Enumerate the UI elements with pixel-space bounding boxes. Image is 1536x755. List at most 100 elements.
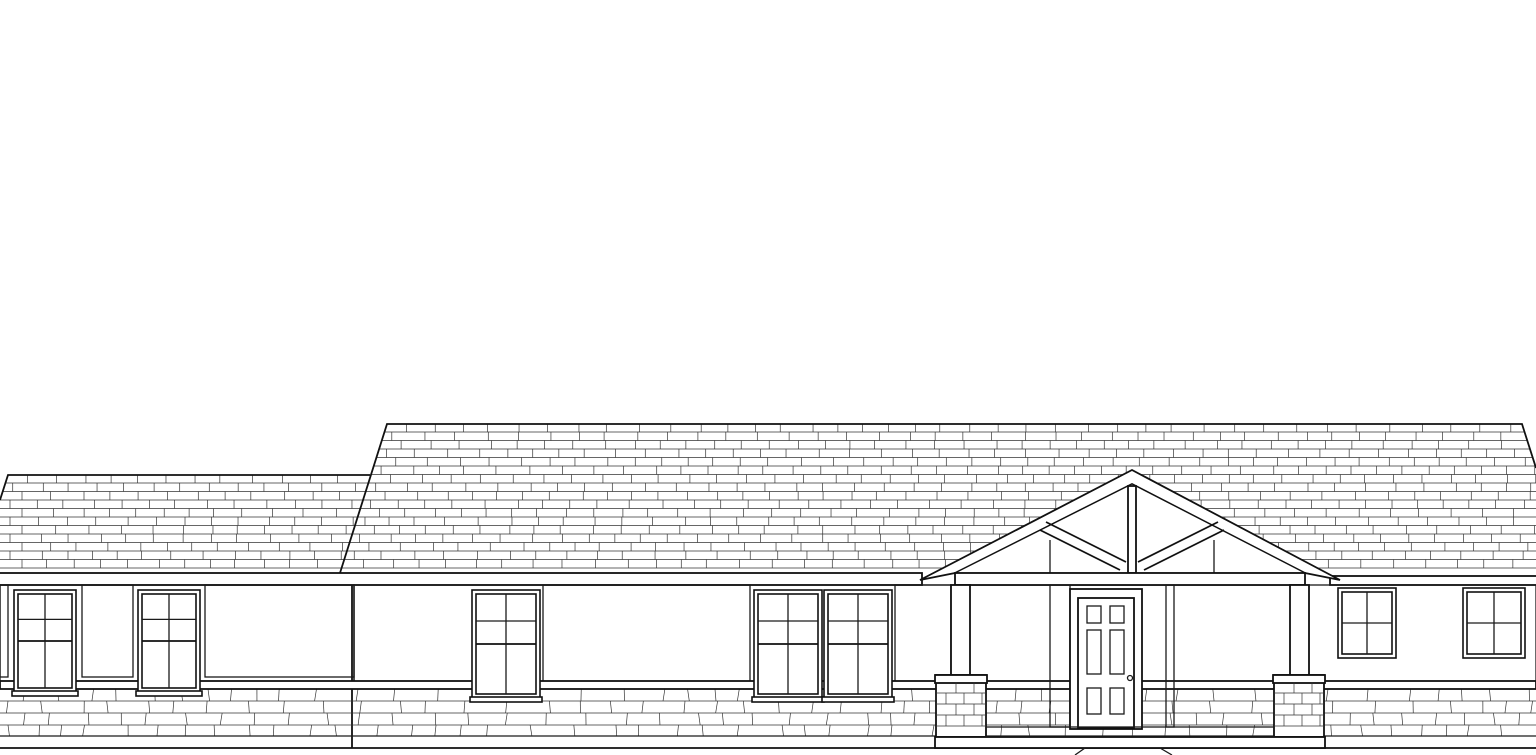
stone-pier (1273, 674, 1325, 738)
stone-joint (172, 700, 175, 714)
stone-joint (87, 712, 90, 726)
stone-joint (272, 724, 275, 737)
stone-joint (1372, 712, 1375, 726)
stone-joint (1504, 700, 1507, 714)
pier-cap (934, 674, 988, 684)
stone-joint (825, 712, 829, 726)
stone-joint (890, 724, 893, 737)
wall-panel (542, 584, 751, 683)
door-panel (1086, 605, 1102, 624)
stone-joint (867, 724, 870, 737)
left-eave-fascia (0, 572, 923, 586)
stone-joint (931, 724, 935, 737)
pier-cap (1272, 674, 1326, 684)
stone-joint (459, 724, 462, 737)
stone-joint (249, 724, 251, 737)
stone-joint (314, 688, 317, 702)
stone-joint (6, 700, 9, 714)
stone-joint (287, 712, 290, 726)
roof-shingles (0, 423, 1536, 569)
door-panel (1109, 687, 1125, 715)
stone-joint (1169, 712, 1173, 726)
door-panel (1086, 629, 1102, 675)
stone-joint (1401, 712, 1404, 726)
stone-joint (144, 712, 147, 726)
king-post (1127, 485, 1137, 574)
stone-joint (467, 712, 470, 726)
stone-joint (609, 700, 613, 714)
porch-column-right (1289, 584, 1310, 678)
stone-joint (1489, 688, 1491, 702)
stone-joint (1020, 700, 1023, 714)
stone-joint (714, 688, 717, 702)
stone-joint (811, 700, 814, 714)
window (11, 589, 79, 697)
door-panels (1086, 605, 1125, 715)
stone-joint (737, 688, 740, 702)
stone-joint (715, 700, 718, 714)
stone-joint (60, 724, 63, 737)
stone-joint (355, 688, 359, 702)
stone-joint (641, 700, 644, 714)
stone-joint (1212, 688, 1215, 702)
stone-joint (148, 700, 151, 714)
window-sill (751, 696, 825, 703)
door-panel (1109, 629, 1125, 675)
stone-joint (751, 712, 753, 726)
stone-joint (1195, 712, 1198, 726)
window (469, 589, 543, 703)
stone-joint (573, 724, 576, 737)
door-knob[interactable] (1126, 674, 1134, 682)
porch-step (934, 736, 1326, 749)
door-panel (1086, 687, 1102, 715)
stone-joint (47, 712, 50, 726)
stone-joint (1374, 700, 1376, 714)
stone-joint (91, 688, 94, 702)
stone-joint (788, 712, 791, 726)
stone-joint (913, 712, 916, 726)
wall-panel (894, 584, 952, 683)
stone-joint (781, 724, 784, 737)
window-sill (135, 690, 203, 697)
stone-joint (334, 724, 337, 737)
stone-joint (207, 688, 210, 702)
stone-joint (359, 700, 362, 714)
stone-joint (1450, 700, 1452, 714)
stone-joint (911, 688, 913, 702)
stone-joint (736, 724, 740, 737)
stone-joint (1434, 712, 1438, 726)
stone-joint (890, 712, 892, 726)
stone-joint (867, 712, 869, 726)
stone-joint (322, 700, 325, 714)
stone-joint (40, 700, 43, 714)
stone-joint (185, 712, 188, 726)
stone-joint (357, 712, 361, 726)
stone-joint (995, 700, 998, 714)
stone-joint (615, 724, 618, 737)
stone-joint (253, 712, 256, 726)
window (1462, 587, 1526, 659)
window (1337, 587, 1397, 659)
door-panel (1109, 605, 1125, 624)
stone-joint (1175, 688, 1179, 702)
stone-joint (1330, 724, 1332, 737)
stone-joint (1221, 712, 1225, 726)
stone-joint (1209, 700, 1212, 714)
porch-post (1165, 584, 1175, 728)
stone-joint (698, 712, 701, 726)
stone-joint (1251, 700, 1254, 714)
gable-strut-left (1039, 521, 1127, 571)
stone-joint (411, 724, 414, 737)
stone-joint (156, 724, 159, 737)
stone-joint (742, 700, 745, 714)
stone-pier (935, 674, 987, 738)
stone-joint (7, 724, 10, 737)
window (135, 589, 203, 697)
stone-joint (1500, 724, 1503, 737)
stone-joint (659, 712, 661, 726)
stone-joint (1421, 724, 1423, 737)
stone-joint (400, 700, 402, 714)
stone-joint (309, 724, 312, 737)
stone-joint (213, 724, 216, 737)
